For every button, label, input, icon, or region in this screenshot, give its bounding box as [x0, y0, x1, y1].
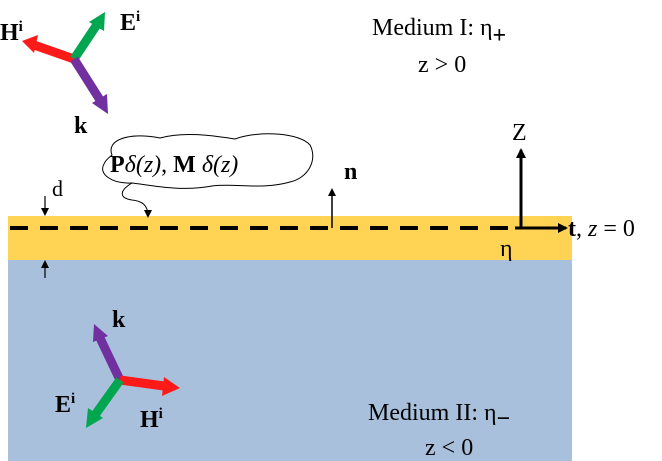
normal-label: n: [344, 159, 357, 185]
e-field-arrow-bottom: [91, 377, 124, 418]
h-field-arrow-bottom: [119, 375, 165, 391]
t-axis-label: t, z = 0: [568, 216, 635, 242]
k-vector-arrow-bottom: [95, 336, 125, 382]
e-field-arrowhead-bottom: [86, 408, 103, 428]
k-vector-label-top: k: [74, 113, 88, 139]
layer-eta-label: η: [500, 236, 513, 262]
incident-wave-bottom: [86, 324, 180, 428]
callout-bubble: [102, 133, 314, 189]
callout-text: Pδ(z), M δ(z): [110, 152, 238, 178]
e-field-label-top: Ei: [120, 9, 140, 36]
k-vector-arrow-top: [70, 56, 104, 103]
bottom-medium-label: Medium II: η−: [368, 400, 510, 432]
z-axis-label: Z: [512, 120, 527, 146]
incident-wave-top: [22, 12, 108, 114]
e-field-label-bottom: Ei: [55, 391, 75, 418]
h-field-label-top: Hi: [0, 19, 23, 46]
k-vector-label-bottom: k: [112, 307, 126, 333]
callout-pointer: [121, 182, 152, 218]
h-field-arrow-top: [32, 40, 76, 64]
k-vector-arrowhead-bottom: [93, 324, 108, 342]
thickness-label: d: [52, 176, 63, 201]
bottom-medium-condition: z < 0: [425, 435, 473, 461]
k-vector-arrowhead-top: [92, 94, 108, 114]
e-field-arrow-top: [70, 20, 102, 62]
h-field-label-bottom: Hi: [140, 406, 163, 433]
top-medium-label: Medium I: η+: [372, 15, 506, 49]
h-field-arrowhead-top: [22, 35, 38, 53]
top-medium-condition: z > 0: [418, 52, 466, 78]
h-field-arrowhead-bottom: [162, 377, 180, 396]
lower-medium-region: [8, 260, 572, 461]
e-field-arrowhead-top: [89, 12, 105, 31]
thin-layer: [8, 216, 572, 260]
